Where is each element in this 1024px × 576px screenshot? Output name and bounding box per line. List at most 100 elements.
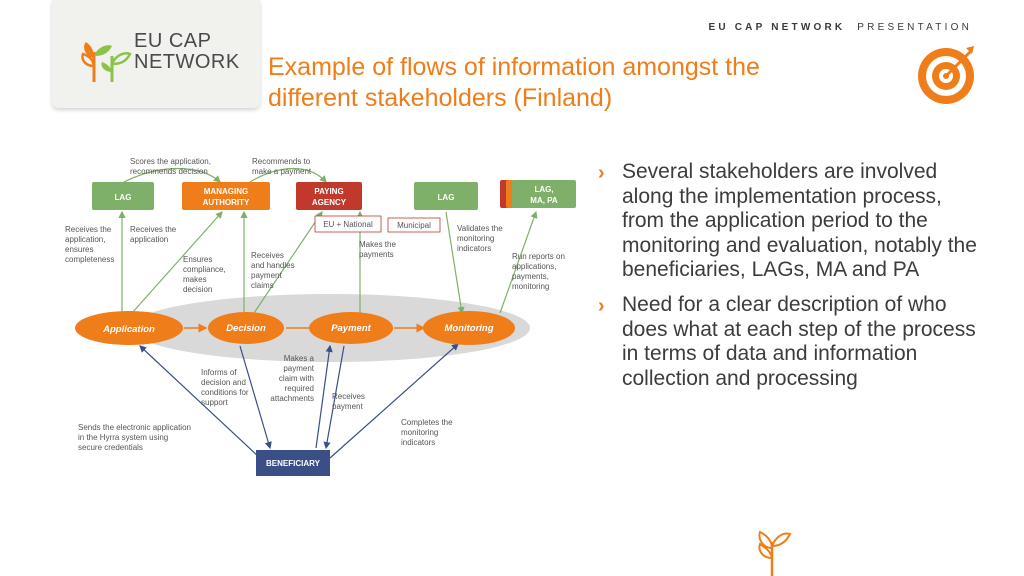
sprout-icon xyxy=(758,530,792,576)
note-sends-app: Sends the electronic application in the … xyxy=(78,423,191,452)
note-receives-payment: Receives payment xyxy=(332,392,365,411)
decision-oval: Decision xyxy=(208,312,284,344)
chevron-right-icon: › xyxy=(598,294,605,317)
monitoring-label: Monitoring xyxy=(444,323,493,334)
note-line: claim with xyxy=(279,374,314,383)
title-line2: different stakeholders (Finland) xyxy=(268,84,613,112)
bullet-text: Need for a clear description of who does… xyxy=(622,292,976,390)
note-line: Validates the xyxy=(457,224,503,233)
payment-oval: Payment xyxy=(309,312,393,344)
note-line: application xyxy=(130,235,168,244)
note-line: Recommends to xyxy=(252,157,311,166)
pa-label-1: PAYING xyxy=(314,187,343,196)
note-line: decision and xyxy=(201,378,246,387)
decision-label: Decision xyxy=(226,323,266,334)
note-line: claims xyxy=(251,281,274,290)
note-line: Makes a xyxy=(284,354,315,363)
logo-line2: NETWORK xyxy=(134,51,240,73)
managing-authority-box: MANAGING AUTHORITY xyxy=(182,182,270,210)
pa-label-2: AGENCY xyxy=(312,198,347,207)
logo-line1: EU CAP xyxy=(134,30,212,52)
ma-label-1: MANAGING xyxy=(204,187,248,196)
note-scores: Scores the application, recommends decis… xyxy=(130,157,211,176)
note-ensures-compliance: Ensures compliance, makes decision xyxy=(183,255,226,294)
note-line: Run reports on xyxy=(512,252,565,261)
note-line: Sends the electronic application xyxy=(78,423,191,432)
note-line: secure credentials xyxy=(78,443,143,452)
note-line: Ensures xyxy=(183,255,212,264)
note-line: Informs of xyxy=(201,368,237,377)
lag2-label: LAG xyxy=(438,193,455,202)
note-line: applications, xyxy=(512,262,556,271)
header-network: EU CAP NETWORK xyxy=(708,22,846,33)
note-line: payment xyxy=(251,271,282,280)
eu-national-box: EU + National xyxy=(314,215,382,233)
note-line: application, xyxy=(65,235,105,244)
note-line: payment xyxy=(283,364,314,373)
chevron-right-icon: › xyxy=(598,162,605,184)
note-line: monitoring xyxy=(457,234,494,243)
note-line: payment xyxy=(332,402,363,411)
note-receives-app: Receives the application xyxy=(130,225,177,244)
note-recommends: Recommends to make a payment xyxy=(252,157,312,176)
note-line: required xyxy=(285,384,314,393)
note-line: in the Hyrra system using xyxy=(78,433,168,442)
title-line1: Example of flows of information amongst … xyxy=(268,53,760,81)
target-icon xyxy=(918,46,974,104)
lag-box: LAG xyxy=(92,182,154,210)
note-line: attachments xyxy=(270,394,314,403)
note-line: Makes the xyxy=(359,240,396,249)
bullet-item: › Several stakeholders are involved alon… xyxy=(598,160,978,283)
lagmapa-label-1: LAG, xyxy=(534,185,553,194)
application-oval: Application xyxy=(75,311,183,345)
note-validates: Validates the monitoring indicators xyxy=(457,224,503,253)
note-line: payments xyxy=(359,250,394,259)
note-line: Receives the xyxy=(130,225,177,234)
sprout-logo-icon xyxy=(81,42,132,82)
note-line: ensures xyxy=(65,245,93,254)
flow-diagram: LAG MANAGING AUTHORITY PAYING AGENCY LAG… xyxy=(65,157,576,476)
note-line: decision xyxy=(183,285,212,294)
note-makes-payments: Makes the payments xyxy=(359,240,396,259)
note-informs: Informs of decision and conditions for s… xyxy=(201,368,249,407)
eu-national-label: EU + National xyxy=(323,220,373,229)
note-line: recommends decision xyxy=(130,167,208,176)
ma-label-2: AUTHORITY xyxy=(203,198,250,207)
note-line: support xyxy=(201,398,228,407)
header-presentation: PRESENTATION xyxy=(857,22,972,33)
note-line: indicators xyxy=(457,244,491,253)
lag-label: LAG xyxy=(115,193,132,202)
note-line: makes xyxy=(183,275,207,284)
payment-label: Payment xyxy=(331,323,371,334)
monitoring-oval: Monitoring xyxy=(423,311,515,345)
municipal-box: Municipal xyxy=(387,217,441,233)
note-receives-ensures: Receives the application, ensures comple… xyxy=(65,225,114,264)
note-line: Receives xyxy=(251,251,284,260)
note-line: Receives xyxy=(332,392,365,401)
note-handles-claims: Receives and handles payment claims xyxy=(251,251,295,290)
paying-agency-box: PAYING AGENCY xyxy=(296,182,362,210)
bullet-text: Several stakeholders are involved along … xyxy=(622,160,977,282)
note-line: monitoring xyxy=(401,428,438,437)
municipal-label: Municipal xyxy=(397,221,431,230)
lag-ma-pa-box: LAG, MA, PA xyxy=(500,180,576,208)
lagmapa-label-2: MA, PA xyxy=(530,196,558,205)
note-line: compliance, xyxy=(183,265,226,274)
beneficiary-box: BENEFICIARY xyxy=(256,450,330,476)
note-run-reports: Run reports on applications, payments, m… xyxy=(512,252,565,291)
note-makes-claim: Makes a payment claim with required atta… xyxy=(270,354,314,403)
beneficiary-label: BENEFICIARY xyxy=(266,459,321,468)
bullet-list: › Several stakeholders are involved alon… xyxy=(598,160,978,401)
logo-wordmark: EU CAP NETWORK xyxy=(134,31,240,73)
note-line: indicators xyxy=(401,438,435,447)
note-line: Receives the xyxy=(65,225,112,234)
note-completes: Completes the monitoring indicators xyxy=(401,418,453,447)
application-label: Application xyxy=(102,324,155,335)
note-line: payments, xyxy=(512,272,549,281)
slide-title: Example of flows of information amongst … xyxy=(268,52,888,114)
note-line: monitoring xyxy=(512,282,549,291)
note-line: Scores the application, xyxy=(130,157,211,166)
presentation-header: EU CAP NETWORK PRESENTATION xyxy=(708,22,972,33)
note-line: Completes the xyxy=(401,418,453,427)
note-line: make a payment xyxy=(252,167,312,176)
